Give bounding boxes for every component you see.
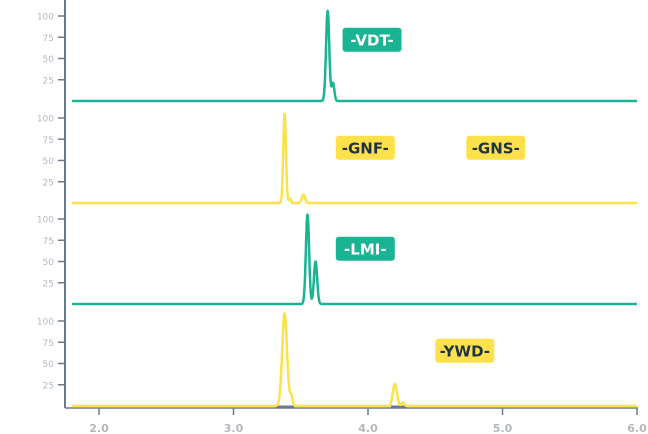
peak-tag-badge — [335, 236, 395, 261]
panel-gnf: 25 50 75 100 -GNF- -GNS- — [37, 112, 638, 205]
trace-line — [71, 213, 638, 306]
y-tick-label: 25 — [43, 76, 54, 86]
peak-tag-badge — [335, 135, 395, 160]
peak-tag-label: -VDT- — [350, 31, 393, 49]
trace-line — [71, 112, 638, 205]
y-tick-label: 100 — [37, 13, 54, 23]
peak-tag-badge — [466, 135, 526, 160]
trace-line — [71, 312, 638, 408]
panel-ywd: 25 50 75 100 -YWD- — [37, 312, 638, 408]
peak-tag-label: -YWD- — [440, 342, 490, 360]
panel-vdt: 25 50 75 100 -VDT- — [37, 9, 638, 103]
y-tick-label: 25 — [43, 178, 54, 188]
peak-tag-label: -GNS- — [472, 139, 520, 157]
peak-tag-label: -GNF- — [342, 139, 389, 157]
trace-line — [71, 9, 638, 103]
y-tick-label: 75 — [43, 34, 54, 44]
y-tick-label: 50 — [43, 157, 55, 167]
x-tick-label: 4.0 — [358, 422, 378, 434]
peak-tag-badge — [435, 338, 495, 363]
y-tick-label: 25 — [43, 381, 54, 391]
peak-tag-badge — [342, 27, 402, 52]
x-tick-label: 3.0 — [224, 422, 244, 434]
y-tick-label: 75 — [43, 339, 54, 349]
y-tick-label: 100 — [37, 216, 54, 226]
x-tick-label: 6.0 — [627, 422, 647, 434]
y-tick-label: 100 — [37, 318, 54, 328]
peak-tag-label: -LMI- — [344, 240, 387, 258]
y-tick-label: 50 — [43, 55, 55, 65]
x-tick-label: 2.0 — [89, 422, 109, 434]
y-tick-label: 25 — [43, 279, 54, 289]
y-tick-label: 50 — [43, 360, 55, 370]
panel-lmi: 25 50 75 100 -LMI- — [37, 213, 638, 306]
y-tick-label: 100 — [37, 115, 54, 125]
y-tick-label: 50 — [43, 258, 55, 268]
x-tick-label: 5.0 — [493, 422, 513, 434]
y-tick-label: 75 — [43, 136, 54, 146]
y-tick-label: 75 — [43, 237, 54, 247]
